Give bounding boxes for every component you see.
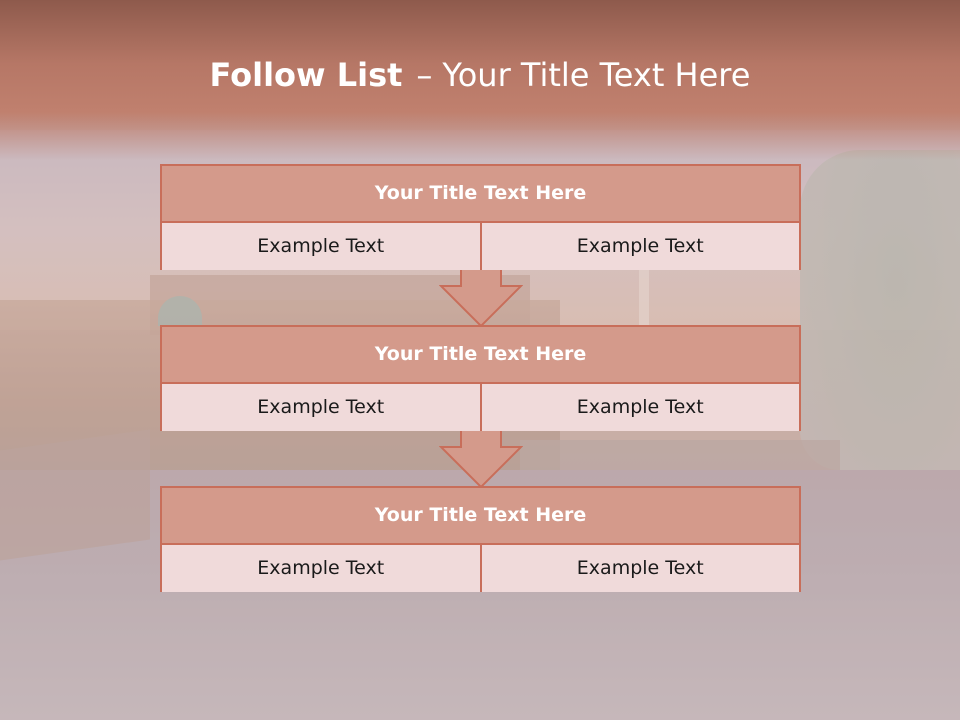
block-cell-left: Example Text [162, 545, 480, 592]
down-arrow-icon [439, 429, 523, 489]
slide-title: Follow List–Your Title Text Here [0, 56, 960, 94]
dome [158, 296, 202, 326]
block-title: Your Title Text Here [162, 488, 799, 545]
block-cell-right: Example Text [479, 384, 799, 431]
block-title: Your Title Text Here [162, 327, 799, 384]
list-block: Your Title Text Here Example Text Exampl… [160, 325, 801, 431]
block-cell-right: Example Text [479, 223, 799, 270]
block-cell-left: Example Text [162, 223, 480, 270]
slide-title-rest: Your Title Text Here [442, 56, 751, 94]
slide-title-separator: – [416, 56, 433, 94]
block-row: Example Text Example Text [162, 223, 799, 270]
block-row: Example Text Example Text [162, 384, 799, 431]
header-band [0, 0, 960, 160]
list-block: Your Title Text Here Example Text Exampl… [160, 486, 801, 592]
trees [800, 150, 960, 470]
block-row: Example Text Example Text [162, 545, 799, 592]
block-cell-right: Example Text [479, 545, 799, 592]
block-title: Your Title Text Here [162, 166, 799, 223]
tower [639, 270, 649, 330]
slide-title-bold: Follow List [209, 56, 403, 94]
down-arrow-icon [439, 268, 523, 328]
list-block: Your Title Text Here Example Text Exampl… [160, 164, 801, 270]
block-cell-left: Example Text [162, 384, 480, 431]
